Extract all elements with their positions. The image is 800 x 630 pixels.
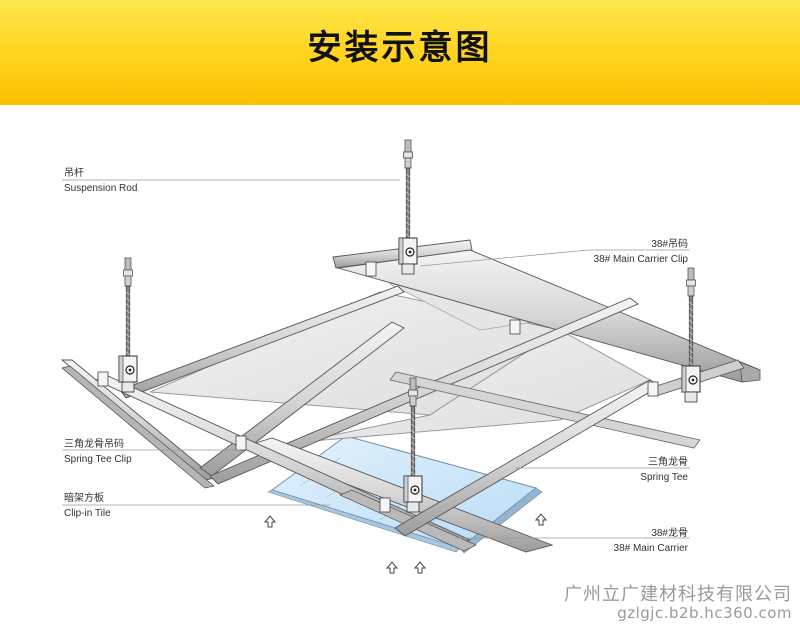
- spring-tees: [119, 285, 701, 553]
- label-suspension-rod: 吊杆 Suspension Rod: [64, 166, 137, 196]
- label-spring-tee-clip-en: Spring Tee Clip: [64, 454, 132, 465]
- label-spring-tee-en: Spring Tee: [640, 472, 688, 483]
- label-clip-in-tile-en: Clip-in Tile: [64, 508, 111, 519]
- label-main-carrier-clip: 38#吊码 38# Main Carrier Clip: [594, 237, 688, 267]
- direction-arrows: [263, 513, 548, 574]
- label-spring-tee: 三角龙骨 Spring Tee: [640, 455, 688, 485]
- label-main-carrier-en: 38# Main Carrier: [613, 543, 688, 554]
- page-title: 安装示意图: [307, 28, 493, 68]
- label-main-carrier-clip-en: 38# Main Carrier Clip: [593, 254, 688, 265]
- label-spring-tee-cn: 三角龙骨: [648, 457, 688, 468]
- main-carrier-front: [94, 359, 745, 552]
- suspension-rod-3: [681, 267, 701, 403]
- rail-clips: [97, 261, 659, 513]
- suspension-rod-1: [398, 139, 418, 275]
- ceiling-installation-diagram: [60, 139, 761, 574]
- label-suspension-rod-cn: 吊杆: [64, 168, 84, 179]
- label-main-carrier-clip-cn: 38#吊码: [651, 239, 688, 250]
- title-banner: 安装示意图: [0, 0, 800, 105]
- suspension-rod-2: [118, 257, 138, 393]
- label-spring-tee-clip: 三角龙骨吊码 Spring Tee Clip: [64, 437, 132, 467]
- leader-lines: [62, 179, 690, 539]
- label-clip-in-tile: 暗架方板 Clip-in Tile: [64, 491, 111, 521]
- label-suspension-rod-en: Suspension Rod: [64, 183, 138, 194]
- label-main-carrier-cn: 38#龙骨: [651, 528, 688, 539]
- url-watermark: gzlgjc.b2b.hc360.com: [617, 604, 792, 622]
- label-main-carrier: 38#龙骨 38# Main Carrier: [614, 526, 688, 556]
- company-watermark: 广州立广建材科技有限公司: [564, 584, 792, 605]
- label-spring-tee-clip-cn: 三角龙骨吊码: [64, 439, 124, 450]
- label-clip-in-tile-cn: 暗架方板: [64, 493, 104, 504]
